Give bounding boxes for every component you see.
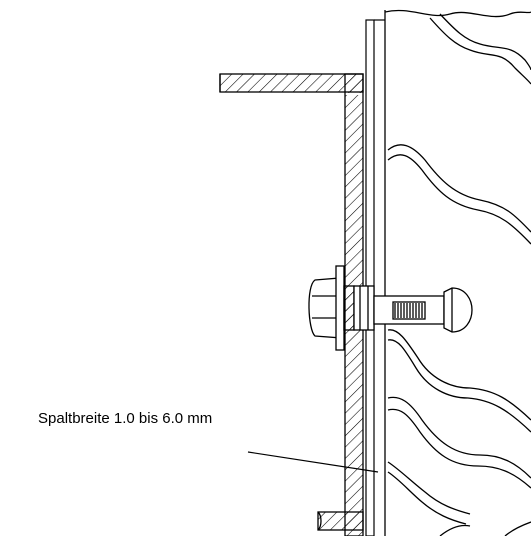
gap-leader-line [247, 451, 379, 473]
expansion-sleeve-slots [392, 301, 426, 320]
anchor-bolt [308, 265, 473, 351]
bracket-section [219, 19, 385, 536]
wall-substrate [384, 9, 531, 536]
gap-width-label: Spaltbreite 1.0 bis 6.0 mm [38, 410, 213, 427]
